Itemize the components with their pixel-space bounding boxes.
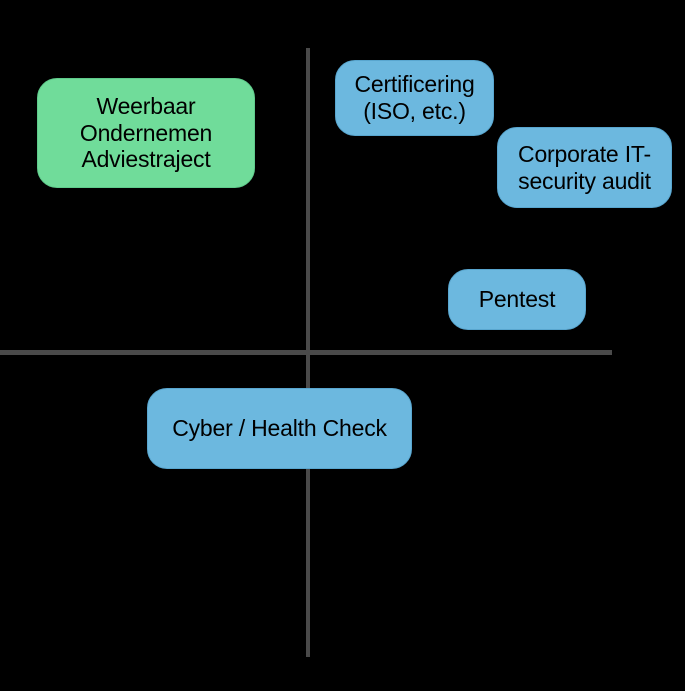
node-cyber-health-check[interactable]: Cyber / Health Check: [147, 388, 412, 469]
node-certificering[interactable]: Certificering (ISO, etc.): [335, 60, 494, 136]
node-pentest[interactable]: Pentest: [448, 269, 586, 330]
vertical-axis: [306, 48, 310, 657]
node-weerbaar-ondernemen-adviestraject[interactable]: Weerbaar Ondernemen Adviestraject: [37, 78, 255, 188]
node-corporate-it-security-audit[interactable]: Corporate IT- security audit: [497, 127, 672, 208]
